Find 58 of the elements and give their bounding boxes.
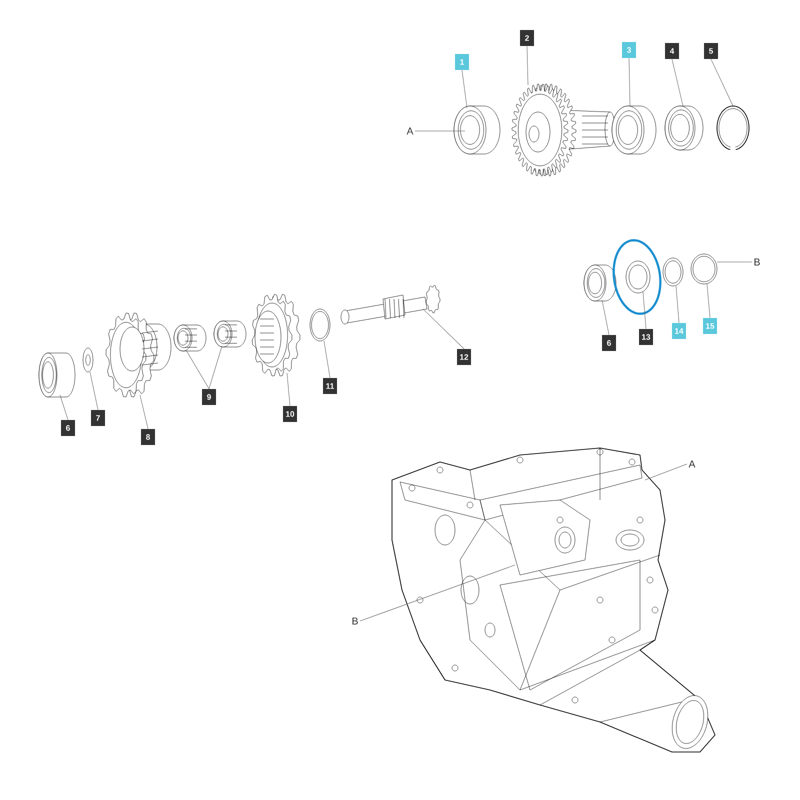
callout-number: 11 — [323, 378, 337, 394]
callout-number: 6 — [61, 420, 75, 436]
reference-letter: A — [688, 460, 696, 468]
bearing-drawing — [454, 106, 500, 154]
ring-drawing — [690, 254, 718, 284]
gear-shaft-drawing — [512, 84, 616, 176]
leader-line — [710, 58, 734, 106]
leader-line — [526, 46, 528, 86]
leader-line — [628, 58, 630, 106]
ring-drawing — [626, 260, 650, 294]
reference-letter: B — [352, 618, 358, 624]
leader-line — [140, 394, 148, 430]
callout-number: 3 — [622, 42, 636, 58]
leader-line — [90, 372, 98, 410]
ring-drawing — [310, 308, 330, 342]
bearing-drawing — [584, 264, 616, 302]
callout-number: 4 — [665, 43, 679, 59]
leader-line — [644, 464, 688, 480]
callout-number: 13 — [639, 329, 653, 345]
ring-drawing — [662, 258, 684, 286]
leader-line — [676, 286, 680, 324]
shaft-drawing — [340, 285, 440, 324]
leader-line — [422, 308, 464, 350]
seal-drawing — [664, 106, 704, 150]
gear-drawing — [106, 312, 172, 398]
leader-line — [602, 300, 610, 336]
callout-number: 6 — [602, 335, 616, 351]
leader-line — [672, 58, 684, 106]
reference-letter: B — [754, 258, 760, 266]
reference-letter: A — [406, 128, 414, 134]
needle-bearing-drawing — [214, 320, 246, 348]
ring-drawing — [82, 348, 94, 372]
bearing-drawing — [612, 106, 656, 154]
callout-number: 5 — [704, 43, 718, 59]
leader-line — [462, 70, 468, 108]
callout-number: 9 — [202, 389, 216, 405]
circlip-drawing — [716, 106, 750, 150]
callout-number: 14 — [672, 323, 686, 339]
leader-line — [642, 292, 646, 330]
needle-bearing-drawing — [174, 324, 206, 352]
callout-number: 12 — [457, 349, 471, 365]
callout-number: 10 — [283, 406, 297, 422]
leader-line — [706, 284, 710, 318]
leader-line — [360, 564, 516, 622]
callout-number: 7 — [91, 410, 105, 426]
leader-line — [286, 372, 290, 406]
leader-line — [414, 130, 466, 132]
callout-number: 1 — [455, 54, 469, 70]
callout-number: 2 — [520, 30, 534, 46]
callout-number: 15 — [703, 318, 717, 334]
gear-drawing — [252, 294, 300, 376]
leader-line — [186, 350, 210, 390]
leader-line — [208, 346, 222, 390]
leader-line — [324, 340, 330, 378]
bearing-drawing — [38, 352, 76, 398]
leader-line — [60, 394, 68, 420]
housing-drawing — [392, 448, 716, 752]
callout-number: 8 — [141, 429, 155, 445]
